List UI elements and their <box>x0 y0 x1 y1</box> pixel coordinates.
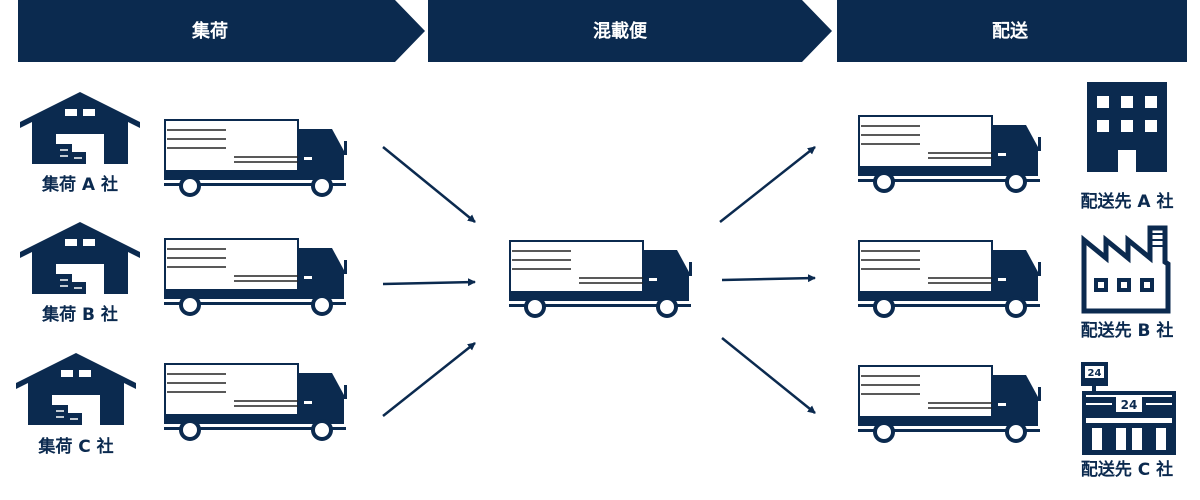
truck-icon <box>507 239 694 318</box>
pickup-label: 集荷 A 社 <box>41 174 118 195</box>
warehouse-icon <box>19 91 141 165</box>
truck-icon <box>162 237 349 316</box>
truck-icon <box>162 118 349 197</box>
header-pickup: 集荷 <box>18 0 425 62</box>
store-sign-label: 24 <box>1088 368 1102 379</box>
header-consolidated-label: 混載便 <box>593 20 648 42</box>
pickup-label: 集荷 C 社 <box>37 436 113 457</box>
truck-icon <box>162 362 349 441</box>
flow-arrows <box>382 146 816 417</box>
header-consolidated: 混載便 <box>428 0 832 62</box>
warehouse-icon <box>15 352 137 426</box>
delivery-label: 配送先 A 社 <box>1081 191 1174 212</box>
store-sign-label: 24 <box>1121 398 1138 412</box>
truck-icon <box>856 239 1043 318</box>
arrow-icon <box>382 278 476 287</box>
header-pickup-label: 集荷 <box>191 20 228 42</box>
arrow-icon <box>721 274 816 283</box>
header-delivery: 配送 <box>837 0 1187 62</box>
pickup-label: 集荷 B 社 <box>41 304 118 325</box>
arrow-icon <box>721 337 816 414</box>
arrow-icon <box>382 342 476 417</box>
header-delivery-label: 配送 <box>992 20 1029 42</box>
arrow-icon <box>719 146 816 223</box>
truck-icon <box>856 114 1043 193</box>
factory-icon <box>1081 225 1171 314</box>
truck-icon <box>856 364 1043 443</box>
delivery-label: 配送先 B 社 <box>1081 320 1174 341</box>
warehouse-icon <box>19 221 141 295</box>
delivery-label: 配送先 C 社 <box>1081 459 1173 480</box>
arrow-icon <box>382 146 476 223</box>
convenience-store-icon: 24 24 <box>1081 362 1176 455</box>
office-building-icon <box>1087 82 1167 172</box>
